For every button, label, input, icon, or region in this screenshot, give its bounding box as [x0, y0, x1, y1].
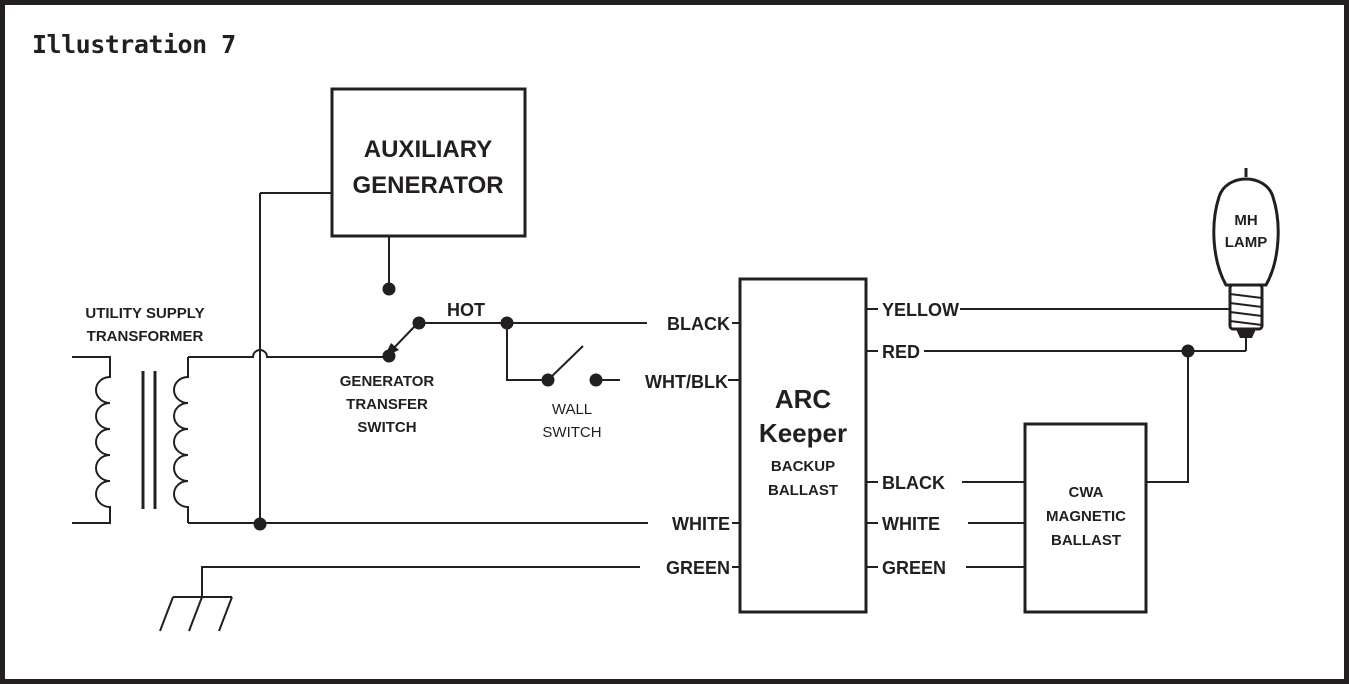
cwa-label-line2: MAGNETIC	[1046, 508, 1126, 525]
transformer-label-line2: TRANSFORMER	[87, 328, 204, 345]
label-bg-white-left	[648, 511, 732, 535]
transformer-symbol	[72, 356, 189, 524]
wall-switch-feed-wire	[506, 323, 548, 381]
arc-keeper-box	[738, 277, 868, 614]
generator-label-line2: GENERATOR	[352, 172, 503, 199]
transformer-secondary-coil	[173, 357, 189, 523]
transfer-switch-label-line2: TRANSFER	[346, 396, 428, 413]
arc-keeper-label-line2: Keeper	[759, 418, 847, 448]
lamp-label-line1: MH	[1234, 212, 1257, 229]
generator-contact-dot	[382, 282, 396, 296]
generator-label-line1: AUXILIARY	[364, 136, 492, 163]
arc-right-green-label: GREEN	[882, 558, 946, 578]
transformer-primary-coil	[72, 356, 111, 524]
wall-switch-label-line1: WALL	[552, 401, 592, 418]
arc-left-black-label: BLACK	[667, 314, 730, 334]
transfer-switch-arrow	[384, 343, 399, 357]
transfer-switch-label-line3: SWITCH	[357, 419, 416, 436]
lamp-bulb	[1212, 177, 1280, 287]
arc-right-black-label: BLACK	[882, 473, 945, 493]
arc-keeper-label-line3: BACKUP	[771, 458, 835, 475]
arc-right-red-label: RED	[882, 342, 920, 362]
arc-keeper-label-line4: BALLAST	[768, 482, 838, 499]
hot-label: HOT	[447, 300, 485, 320]
lamp-contact	[1236, 329, 1256, 338]
arc-keeper-label-line1: ARC	[775, 384, 832, 414]
label-bg-green-left	[640, 555, 732, 579]
neutral-junction-dot	[253, 517, 267, 531]
transformer-label-line1: UTILITY SUPPLY	[85, 305, 204, 322]
arc-left-white-label: WHITE	[672, 514, 730, 534]
arc-right-yellow-label: YELLOW	[882, 300, 959, 320]
arc-right-white-label: WHITE	[882, 514, 940, 534]
transfer-switch-label-line1: GENERATOR	[340, 373, 435, 390]
illustration-title: Illustration 7	[32, 30, 236, 59]
cwa-to-lamp-wire	[1146, 351, 1189, 483]
label-bg-black-left	[647, 311, 732, 335]
arc-left-green-label: GREEN	[666, 558, 730, 578]
cwa-label-line1: CWA	[1069, 484, 1104, 501]
arc-left-wht-blk-label: WHT/BLK	[645, 372, 728, 392]
mh-lamp-icon	[1212, 168, 1280, 338]
green-ground-wire	[201, 566, 740, 597]
lamp-label-line2: LAMP	[1225, 234, 1268, 251]
auxiliary-generator-box	[330, 87, 527, 238]
ground-symbol	[159, 596, 233, 632]
wall-switch-label-line2: SWITCH	[542, 424, 601, 441]
wall-switch-blade	[547, 345, 584, 381]
hot-line-with-crossover	[188, 349, 386, 358]
cwa-ballast-box	[1023, 422, 1148, 614]
cwa-label-line3: BALLAST	[1051, 532, 1121, 549]
